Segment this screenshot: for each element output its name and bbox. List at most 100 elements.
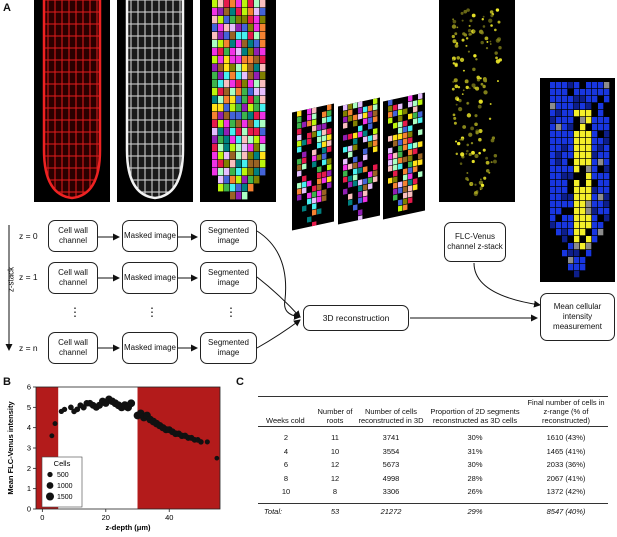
- slice-image-1: [297, 104, 332, 228]
- table-row: 6 12 5673 30% 2033 (36%): [258, 458, 608, 472]
- table-cell-weeks: 2: [283, 433, 289, 443]
- table-cell-proportion: 30%: [467, 433, 483, 443]
- data-point: [52, 421, 58, 427]
- segmented-image-box-z0: Segmented image: [200, 220, 257, 252]
- table-cell-cells: 3741: [382, 433, 400, 443]
- cell-wall-channel-box-z1: Cell wall channel: [48, 262, 98, 294]
- y-tick-label: 2: [27, 464, 31, 473]
- table-cell-proportion: 31%: [467, 446, 483, 456]
- legend-label: 1500: [57, 494, 73, 501]
- table-total-cell-roots: 53: [314, 502, 356, 520]
- ellipsis-col-3: ⋮: [225, 305, 237, 319]
- legend-label: 1000: [57, 483, 73, 490]
- legend-marker: [47, 471, 53, 478]
- masked-image-box-z0: Masked image: [122, 220, 178, 252]
- flc-venus-image: [451, 8, 503, 197]
- legend-marker: [46, 482, 54, 489]
- table-header-row: Weeks cold Number of roots Number of cel…: [258, 396, 608, 427]
- table-cell-cells: 3306: [382, 487, 400, 497]
- table-total-cell-proportion: 29%: [426, 502, 524, 520]
- masked-micrograph: [117, 0, 193, 202]
- data-point: [49, 433, 55, 439]
- cell-wall-channel-box-z0: Cell wall channel: [48, 220, 98, 252]
- col-header-roots: Number of roots: [314, 396, 356, 427]
- segmented-image: [212, 0, 266, 200]
- table-cell-roots: 10: [330, 446, 340, 456]
- table-cell-cells: 5673: [382, 460, 400, 470]
- cell-wall-channel-box-zn: Cell wall channel: [48, 332, 98, 364]
- cell-wall-micrograph: [34, 0, 110, 202]
- segmented-micrograph: [200, 0, 276, 202]
- table-cell-proportion: 26%: [467, 487, 483, 497]
- table-cell-cells: 4998: [382, 473, 400, 483]
- slice-image-2: [343, 98, 378, 222]
- table-cell-final: 1610 (43%): [546, 433, 586, 443]
- y-tick-label: 5: [27, 403, 31, 412]
- table-cell-weeks: 8: [283, 473, 289, 483]
- table-total-cell-cells: 21272: [356, 502, 426, 520]
- table-cell-cells: 3554: [382, 446, 400, 456]
- table-cell-roots: 12: [330, 460, 340, 470]
- col-header-weeks: Weeks cold: [258, 396, 314, 427]
- mean-intensity-box: Mean cellular intensity measurement: [540, 293, 615, 341]
- data-point: [74, 406, 81, 413]
- y-tick-label: 3: [27, 444, 31, 453]
- table-cell-final: 2033 (36%): [546, 460, 586, 470]
- segmented-image-box-zn: Segmented image: [200, 332, 257, 364]
- table-row: 10 8 3306 26% 1372 (42%): [258, 485, 608, 503]
- z-stack-axis-label: z-stack: [6, 266, 16, 293]
- table-total-cell-weeks: Total:: [258, 502, 314, 520]
- table-cell-weeks: 6: [283, 460, 289, 470]
- x-axis-label: z-depth (μm): [106, 523, 151, 532]
- cell-wall-image: [42, 0, 102, 200]
- z-label-1: z = 1: [19, 272, 38, 282]
- y-axis-label: Mean FLC-Venus intensity: [6, 401, 15, 495]
- segmented-slice-2: [338, 97, 380, 225]
- y-tick-label: 6: [27, 383, 31, 392]
- col-header-final: Final number of cells in z-range (% of r…: [524, 396, 608, 427]
- data-point: [127, 399, 136, 408]
- slice-image-3: [388, 93, 423, 212]
- shaded-region-1: [137, 387, 220, 509]
- col-header-cells: Number of cells reconstructed in 3D: [356, 396, 426, 427]
- table-cell-roots: 11: [331, 433, 339, 443]
- table-cell-final: 1372 (42%): [546, 487, 586, 497]
- segmented-slice-1: [292, 103, 334, 231]
- data-point: [68, 404, 74, 411]
- data-point: [61, 406, 68, 413]
- table-cell-final: 2067 (41%): [546, 473, 586, 483]
- panel-label-a: A: [3, 2, 11, 14]
- x-tick-label: 20: [102, 513, 110, 522]
- table-cell-weeks: 4: [283, 446, 289, 456]
- table-row: 4 10 3554 31% 1465 (41%): [258, 445, 608, 459]
- table-row: 8 12 4998 28% 2067 (41%): [258, 472, 608, 486]
- data-point: [204, 439, 210, 445]
- table-cell-proportion: 28%: [467, 473, 483, 483]
- intensity-map-image: [550, 82, 610, 278]
- table-cell-roots: 8: [332, 487, 338, 497]
- reconstruction-box: 3D reconstruction: [303, 305, 409, 331]
- masked-image: [125, 0, 185, 200]
- legend-title: Cells: [54, 459, 71, 468]
- panel-label-b: B: [3, 376, 11, 388]
- flc-venus-stack-box: FLC-Venus channel z-stack: [444, 222, 506, 262]
- table-cell-weeks: 10: [281, 487, 291, 497]
- intensity-map-micrograph: [540, 78, 615, 282]
- panel-label-c: C: [236, 376, 244, 388]
- x-tick-label: 0: [40, 513, 44, 522]
- table-cell-final: 1465 (41%): [546, 446, 586, 456]
- ellipsis-col-1: ⋮: [69, 305, 81, 319]
- z-label-0: z = 0: [19, 231, 38, 241]
- y-tick-label: 4: [27, 423, 31, 432]
- legend-label: 500: [57, 472, 69, 479]
- segmented-image-box-z1: Segmented image: [200, 262, 257, 294]
- z-label-n: z = n: [19, 343, 38, 353]
- data-point: [214, 455, 220, 461]
- col-header-proportion: Proportion of 2D segments reconstructed …: [426, 396, 524, 427]
- y-tick-label: 1: [27, 484, 31, 493]
- table-cell-proportion: 30%: [467, 460, 483, 470]
- masked-image-box-zn: Masked image: [122, 332, 178, 364]
- table-cell-roots: 12: [330, 473, 340, 483]
